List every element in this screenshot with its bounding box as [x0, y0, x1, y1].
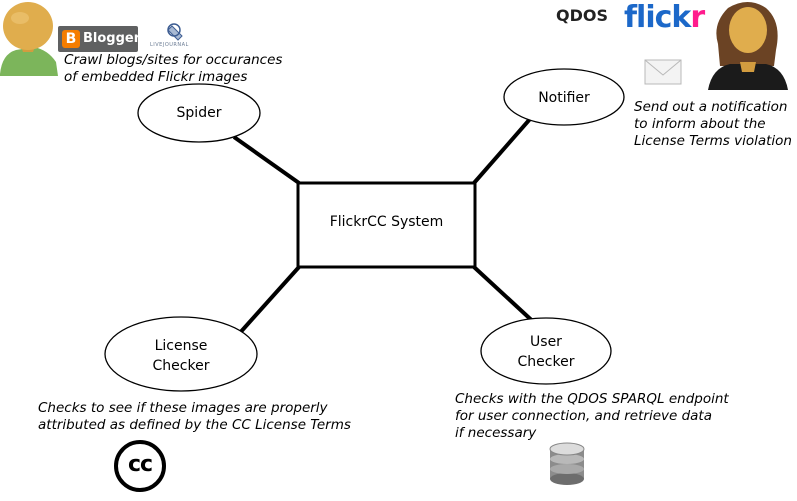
connector-notifier	[472, 117, 532, 185]
connector-license-checker	[236, 265, 301, 337]
license-checker-note-line: attributed as defined by the CC License …	[38, 417, 351, 433]
center-box-label: FlickrCC System	[329, 214, 444, 230]
center-box	[296, 181, 477, 269]
connector-spider	[232, 135, 301, 185]
license-checker-label: License Checker	[105, 336, 257, 376]
flickr-logo: flickr	[624, 0, 705, 35]
notifier-note-line: to inform about the	[634, 116, 766, 132]
blogger-user-avatar	[0, 2, 58, 76]
blogger-logo-text: Blogger	[83, 31, 141, 46]
notifier-node	[503, 68, 625, 126]
notifier-note-line: License Terms violation	[634, 133, 792, 149]
user-checker-note-line: if necessary	[455, 425, 537, 441]
license-checker-label-line2: Checker	[152, 358, 210, 374]
livejournal-logo-text: LIVEJOURNAL	[150, 42, 189, 48]
database-icon	[549, 442, 585, 485]
license-checker-label-line1: License	[154, 338, 208, 354]
notifier-note-line: Send out a notification	[634, 99, 788, 115]
license-checker-note: Checks to see if these images are proper…	[38, 400, 351, 434]
spider-note: Crawl blogs/sites for occurances of embe…	[64, 52, 282, 86]
flickr-logo-part1: flick	[624, 0, 691, 35]
flickr-user-avatar	[708, 2, 788, 90]
spider-note-line: Crawl blogs/sites for occurances	[64, 52, 283, 68]
user-checker-note-line: Checks with the QDOS SPARQL endpoint	[455, 391, 729, 407]
user-checker-node	[480, 317, 612, 385]
license-checker-node	[104, 316, 258, 392]
envelope-icon	[644, 59, 682, 85]
cc-logo-text: cc	[127, 452, 153, 477]
livejournal-icon	[167, 23, 183, 41]
notifier-label: Notifier	[538, 90, 590, 106]
creative-commons-icon	[114, 440, 166, 492]
blogger-logo: B Blogger	[58, 26, 141, 52]
notifier-note: Send out a notification to inform about …	[634, 99, 792, 150]
user-checker-label-line1: User	[530, 334, 562, 350]
spider-note-line: of embedded Flickr images	[64, 69, 248, 85]
user-checker-label-line2: Checker	[517, 354, 575, 370]
user-checker-note-line: for user connection, and retrieve data	[455, 408, 712, 424]
blogger-logo-mark: B	[62, 30, 80, 48]
spider-node	[137, 83, 261, 143]
license-checker-note-line: Checks to see if these images are proper…	[38, 400, 328, 416]
flickr-logo-part2: r	[690, 0, 705, 35]
spider-label: Spider	[176, 105, 222, 121]
qdos-logo: QDOS	[556, 6, 609, 25]
user-checker-note: Checks with the QDOS SPARQL endpoint for…	[455, 391, 729, 442]
user-checker-label: User Checker	[481, 332, 611, 372]
connector-user-checker	[472, 265, 541, 329]
